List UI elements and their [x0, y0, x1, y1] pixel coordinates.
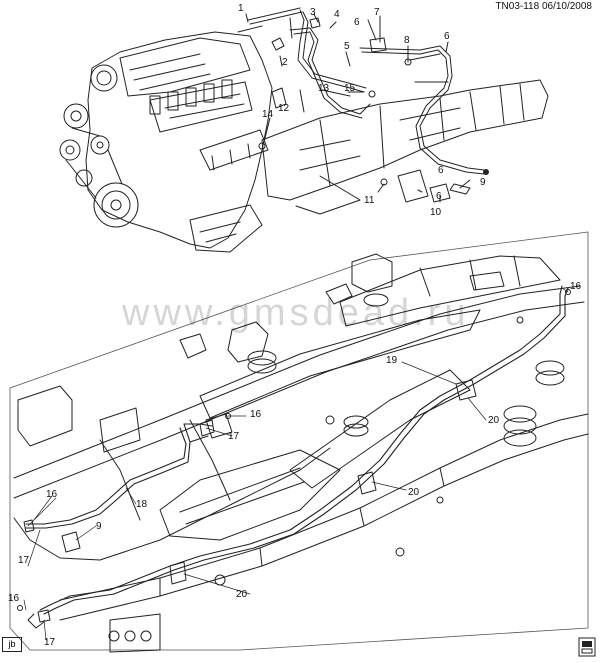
callout-8: 8 — [404, 35, 410, 46]
drawing-id-label: TN03-118 06/10/2008 — [495, 1, 592, 12]
callout-1: 1 — [238, 3, 244, 14]
callout-6d: 6 — [436, 191, 442, 202]
watermark: www.gmsdead.ru — [122, 292, 470, 334]
callout-6c: 6 — [438, 165, 444, 176]
pulleys — [59, 103, 139, 228]
callout-3: 3 — [310, 7, 316, 18]
callout-17c: 17 — [44, 637, 56, 648]
callout-9a: 9 — [480, 177, 486, 188]
callout-6b: 6 — [444, 31, 450, 42]
fittings — [237, 17, 471, 203]
callout-10: 10 — [430, 207, 442, 218]
callout-12: 12 — [278, 103, 290, 114]
callout-16b: 16 — [250, 409, 262, 420]
callout-18: 18 — [136, 499, 148, 510]
callout-5: 5 — [344, 41, 350, 52]
callout-17b: 17 — [18, 555, 30, 566]
callout-15: 15 — [344, 83, 356, 94]
callout-17a: 17 — [228, 431, 240, 442]
jb-label: jb — [2, 637, 22, 652]
callout-19: 19 — [386, 355, 398, 366]
callout-13: 13 — [318, 83, 330, 94]
callout-7: 7 — [374, 7, 380, 18]
callout-9b: 9 — [96, 521, 102, 532]
callout-6a: 6 — [354, 17, 360, 28]
lower-fittings — [17, 289, 571, 629]
callout-20a: 20 — [488, 415, 500, 426]
document-corner-icon — [578, 637, 596, 657]
callout-14: 14 — [262, 109, 274, 120]
callout-4: 4 — [334, 9, 340, 20]
callout-20b: 20 — [408, 487, 420, 498]
callout-16d: 16 — [8, 593, 20, 604]
callout-20c: 20 — [236, 589, 248, 600]
upper-cooler-lines — [247, 7, 489, 175]
callout-16c: 16 — [46, 489, 58, 500]
chassis-frame — [9, 231, 589, 653]
callout-11: 11 — [364, 195, 375, 206]
engine-assembly — [59, 7, 549, 253]
callout-2: 2 — [282, 57, 288, 68]
coil-packs — [149, 79, 233, 115]
callout-16a: 16 — [570, 281, 582, 292]
lower-cooler-lines — [25, 285, 569, 615]
